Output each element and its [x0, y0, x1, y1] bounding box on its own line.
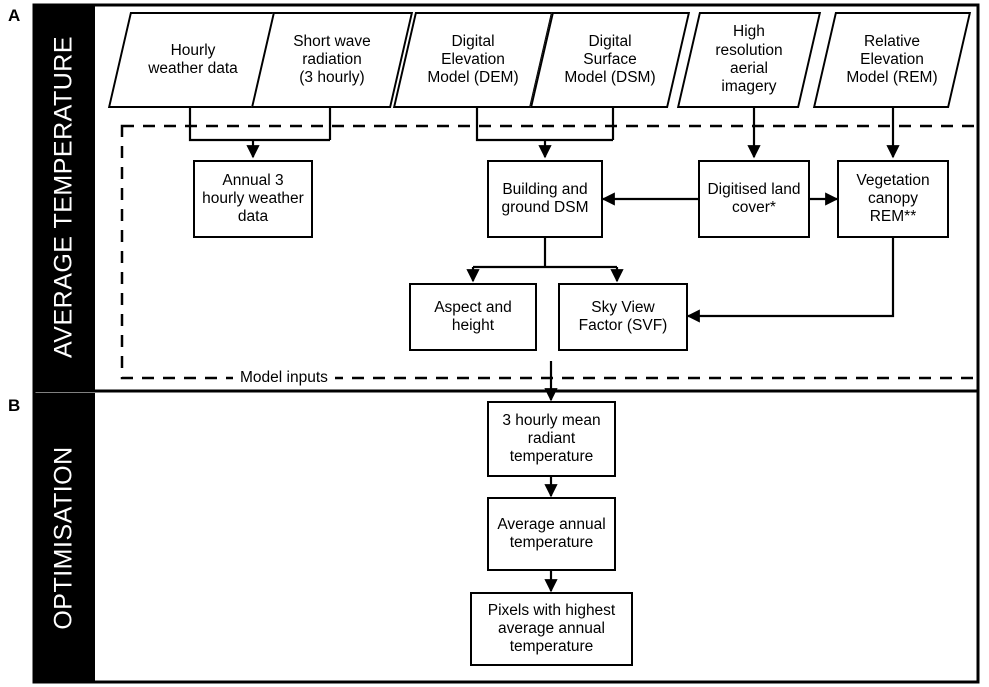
model-inputs-caption: Model inputs: [233, 369, 335, 387]
panel-letter-b: B: [8, 396, 21, 415]
panel-b-sidebar-label: OPTIMISATION: [49, 446, 78, 630]
panel-a-sidebar: AVERAGE TEMPERATURE: [33, 4, 95, 390]
panel-a-sidebar-label: AVERAGE TEMPERATURE: [49, 35, 78, 359]
connector-hourly-to-merge: [188, 108, 330, 142]
panel-b-sidebar: OPTIMISATION: [33, 393, 95, 683]
connector-dem-to-merge: [475, 108, 613, 142]
panel-letter-a: A: [8, 6, 21, 25]
connector-vegetation-to-svf: [686, 238, 895, 323]
